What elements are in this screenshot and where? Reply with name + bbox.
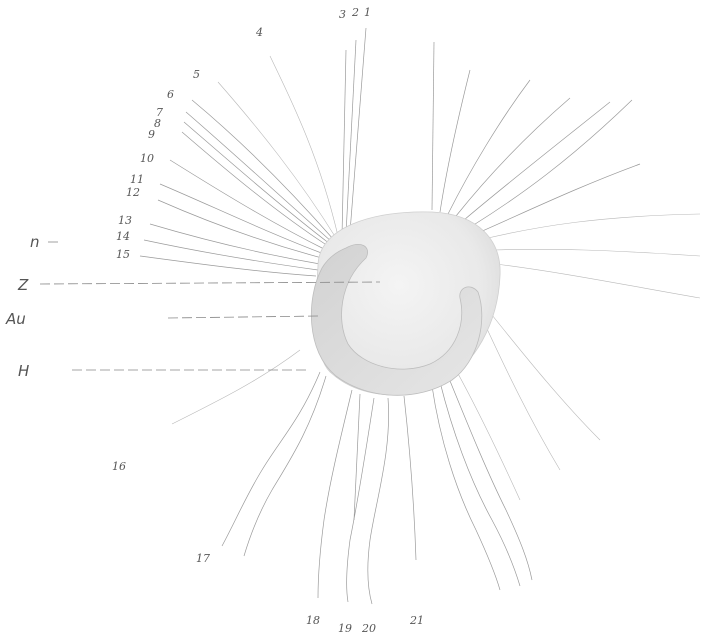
label-n: n	[30, 233, 40, 251]
num-20: 20	[361, 622, 376, 635]
filament-13	[150, 224, 320, 264]
num-18: 18	[306, 614, 320, 627]
num-6: 6	[167, 88, 174, 101]
filament-12	[158, 200, 322, 258]
filament-21	[404, 396, 416, 560]
num-11: 11	[130, 173, 144, 186]
filament-25	[456, 370, 520, 500]
num-9: 9	[148, 128, 155, 141]
filament-r8	[488, 214, 700, 238]
num-3: 3	[339, 8, 346, 21]
filament-4	[270, 56, 338, 236]
num-17: 17	[196, 552, 210, 565]
label-au: Au	[5, 310, 26, 328]
num-14: 14	[116, 230, 130, 243]
filament-20	[368, 398, 389, 604]
filament-24	[448, 376, 532, 580]
filament-r12	[482, 318, 560, 470]
filament-16	[172, 350, 300, 424]
num-12: 12	[126, 186, 140, 199]
num-2: 2	[351, 6, 359, 19]
filament-r4	[456, 98, 570, 216]
filament-17	[222, 372, 320, 546]
filament-r11	[488, 310, 600, 440]
num-13: 13	[118, 214, 132, 227]
filament-7	[186, 112, 332, 242]
filament-r6	[472, 100, 632, 226]
filament-r9	[494, 249, 700, 256]
num-21: 21	[409, 614, 424, 627]
filament-2	[346, 40, 356, 234]
num-15: 15	[116, 248, 130, 261]
num-4: 4	[255, 26, 263, 39]
filament-r5	[464, 102, 610, 220]
filament-17b	[244, 376, 326, 556]
letter-labels: n Z Au H	[5, 233, 40, 380]
num-10: 10	[140, 152, 154, 165]
filament-r10	[496, 264, 700, 298]
filament-22	[432, 386, 500, 590]
label-h: H	[18, 362, 29, 380]
filament-9	[182, 132, 328, 246]
num-1: 1	[364, 6, 371, 19]
filament-6	[192, 100, 334, 240]
filament-3	[342, 50, 346, 236]
num-5: 5	[193, 68, 200, 81]
filament-r2	[440, 70, 470, 212]
filament-5	[218, 82, 336, 238]
num-8: 8	[154, 117, 161, 130]
num-16: 16	[112, 460, 126, 473]
filament-11	[160, 184, 324, 254]
leader-au	[168, 316, 320, 318]
filament-1	[350, 28, 366, 232]
filament-r7	[480, 164, 640, 232]
filament-23	[440, 382, 520, 586]
filament-19	[347, 398, 374, 602]
num-19: 19	[338, 622, 352, 635]
filament-r1	[432, 42, 434, 210]
filament-14	[144, 240, 318, 270]
label-z: Z	[17, 276, 29, 294]
